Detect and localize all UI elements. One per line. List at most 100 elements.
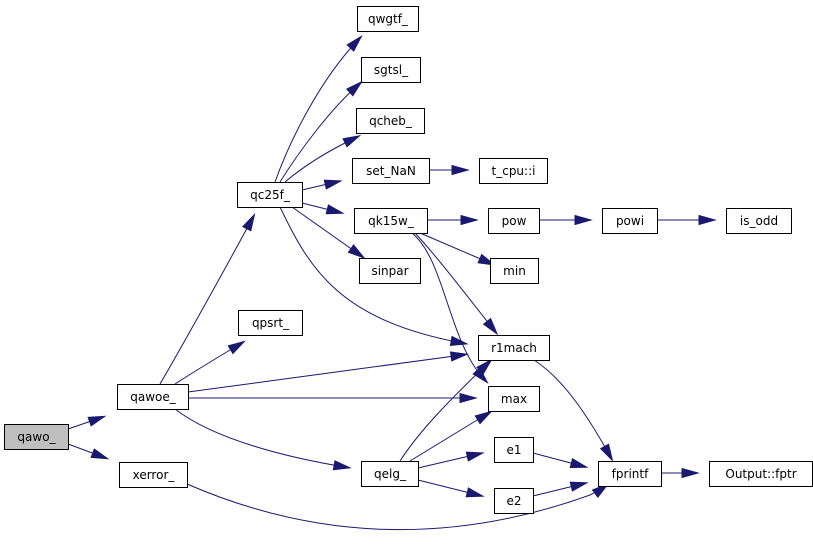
node-label: qk15w_ — [368, 214, 415, 228]
arrowhead-icon — [474, 410, 493, 425]
edge-qelg-to-r1mach — [399, 358, 493, 462]
arrowhead-icon — [569, 458, 589, 469]
node-label: is_odd — [740, 214, 778, 228]
edge-set-nan-to-t-cpu-i — [429, 164, 470, 176]
node-qelg[interactable]: qelg_ — [361, 461, 419, 487]
edge-line — [274, 39, 359, 183]
node-box[interactable] — [238, 310, 303, 336]
node-qawo[interactable]: qawo_ — [4, 424, 69, 450]
node-e1[interactable]: e1 — [494, 437, 534, 463]
edge-line — [533, 359, 611, 457]
node-box[interactable] — [4, 424, 69, 450]
node-box[interactable] — [494, 488, 534, 514]
edge-qc25f-to-qwgtf — [274, 35, 363, 183]
edge-e1-to-fprintf — [532, 452, 589, 469]
node-t-cpu-i[interactable]: t_cpu::i — [479, 158, 548, 184]
node-box[interactable] — [479, 158, 548, 184]
node-box[interactable] — [478, 335, 550, 361]
edge-pow-to-powi — [539, 214, 593, 226]
arrowhead-icon — [347, 244, 366, 259]
nodes-layer: qawo_ qawoe_ xerror_ qc25f_ qpsrt_ qelg_ qwgtf… — [4, 6, 813, 514]
edge-line — [159, 218, 253, 385]
node-label: qawoe_ — [130, 390, 177, 404]
edges-layer — [67, 35, 717, 531]
node-qpsrt[interactable]: qpsrt_ — [238, 310, 303, 336]
node-xerror[interactable]: xerror_ — [119, 462, 188, 488]
node-box[interactable] — [602, 208, 658, 234]
edge-qc25f-to-qk15w — [301, 202, 345, 215]
node-box[interactable] — [361, 461, 419, 487]
edge-line — [174, 408, 346, 468]
edge-line — [409, 413, 488, 462]
node-set-nan[interactable]: set_NaN — [352, 158, 430, 184]
node-label: set_NaN — [366, 164, 416, 178]
node-box[interactable] — [359, 258, 421, 284]
node-box[interactable] — [354, 208, 428, 234]
node-box[interactable] — [119, 462, 188, 488]
edge-qawoe-to-r1mach — [187, 351, 469, 393]
arrowhead-icon — [451, 164, 470, 176]
node-box[interactable] — [488, 386, 540, 412]
edge-qawo-to-qawoe — [67, 415, 107, 430]
node-output-fptr[interactable]: Output::fptr — [709, 461, 813, 487]
arrowhead-icon — [472, 367, 489, 385]
node-is-odd[interactable]: is_odd — [726, 208, 792, 234]
node-box[interactable] — [237, 182, 303, 208]
node-sgtsl[interactable]: sgtsl_ — [361, 57, 421, 83]
node-box[interactable] — [488, 208, 540, 234]
arrowhead-icon — [87, 415, 107, 427]
edge-qelg-to-e2 — [417, 479, 485, 498]
node-label: max — [501, 392, 527, 406]
node-qawoe[interactable]: qawoe_ — [117, 384, 189, 410]
node-box[interactable] — [709, 461, 813, 487]
node-box[interactable] — [361, 57, 421, 83]
node-label: t_cpu::i — [492, 164, 536, 178]
node-qc25f[interactable]: qc25f_ — [237, 182, 303, 208]
arrowhead-icon — [345, 80, 364, 97]
edge-fprintf-to-output-fptr — [661, 467, 700, 479]
node-label: sgtsl_ — [374, 63, 409, 77]
edge-line — [186, 483, 605, 531]
node-label: xerror_ — [133, 468, 176, 482]
edge-qawoe-to-qpsrt — [174, 340, 246, 385]
arrowhead-icon — [449, 351, 469, 362]
node-box[interactable] — [117, 384, 189, 410]
edge-qc25f-to-sgtsl — [279, 80, 364, 183]
node-box[interactable] — [598, 461, 662, 487]
arrowhead-icon — [681, 467, 700, 479]
arrowhead-icon — [465, 451, 485, 462]
node-label: qwgtf_ — [368, 12, 409, 26]
edge-xerror-to-fprintf — [186, 482, 610, 531]
node-box[interactable] — [490, 258, 539, 284]
node-qk15w[interactable]: qk15w_ — [354, 208, 428, 234]
arrowhead-icon — [460, 214, 479, 226]
node-box[interactable] — [356, 108, 425, 134]
node-powi[interactable]: powi — [602, 208, 658, 234]
node-label: qcheb_ — [369, 114, 413, 128]
node-pow[interactable]: pow — [488, 208, 540, 234]
edge-qk15w-to-r1mach — [414, 232, 499, 336]
arrowhead-icon — [342, 134, 362, 148]
edge-line — [279, 84, 359, 183]
node-e2[interactable]: e2 — [494, 488, 534, 514]
node-box[interactable] — [726, 208, 792, 234]
node-label: fprintf — [612, 467, 649, 481]
node-box[interactable] — [494, 437, 534, 463]
edge-qawoe-to-qelg — [174, 408, 352, 471]
edge-line — [414, 232, 495, 331]
node-box[interactable] — [352, 158, 430, 184]
node-qwgtf[interactable]: qwgtf_ — [357, 6, 419, 32]
node-label: pow — [502, 214, 527, 228]
node-box[interactable] — [357, 6, 419, 32]
arrowhead-icon — [482, 317, 499, 336]
arrowhead-icon — [476, 358, 493, 375]
arrowhead-icon — [323, 179, 343, 190]
node-sinpar[interactable]: sinpar — [359, 258, 421, 284]
node-qcheb[interactable]: qcheb_ — [356, 108, 425, 134]
node-fprintf[interactable]: fprintf — [598, 461, 662, 487]
node-max[interactable]: max — [488, 386, 540, 412]
node-label: qelg_ — [374, 467, 407, 481]
node-r1mach[interactable]: r1mach — [478, 335, 550, 361]
node-min[interactable]: min — [490, 258, 539, 284]
edge-qk15w-to-pow — [427, 214, 479, 226]
